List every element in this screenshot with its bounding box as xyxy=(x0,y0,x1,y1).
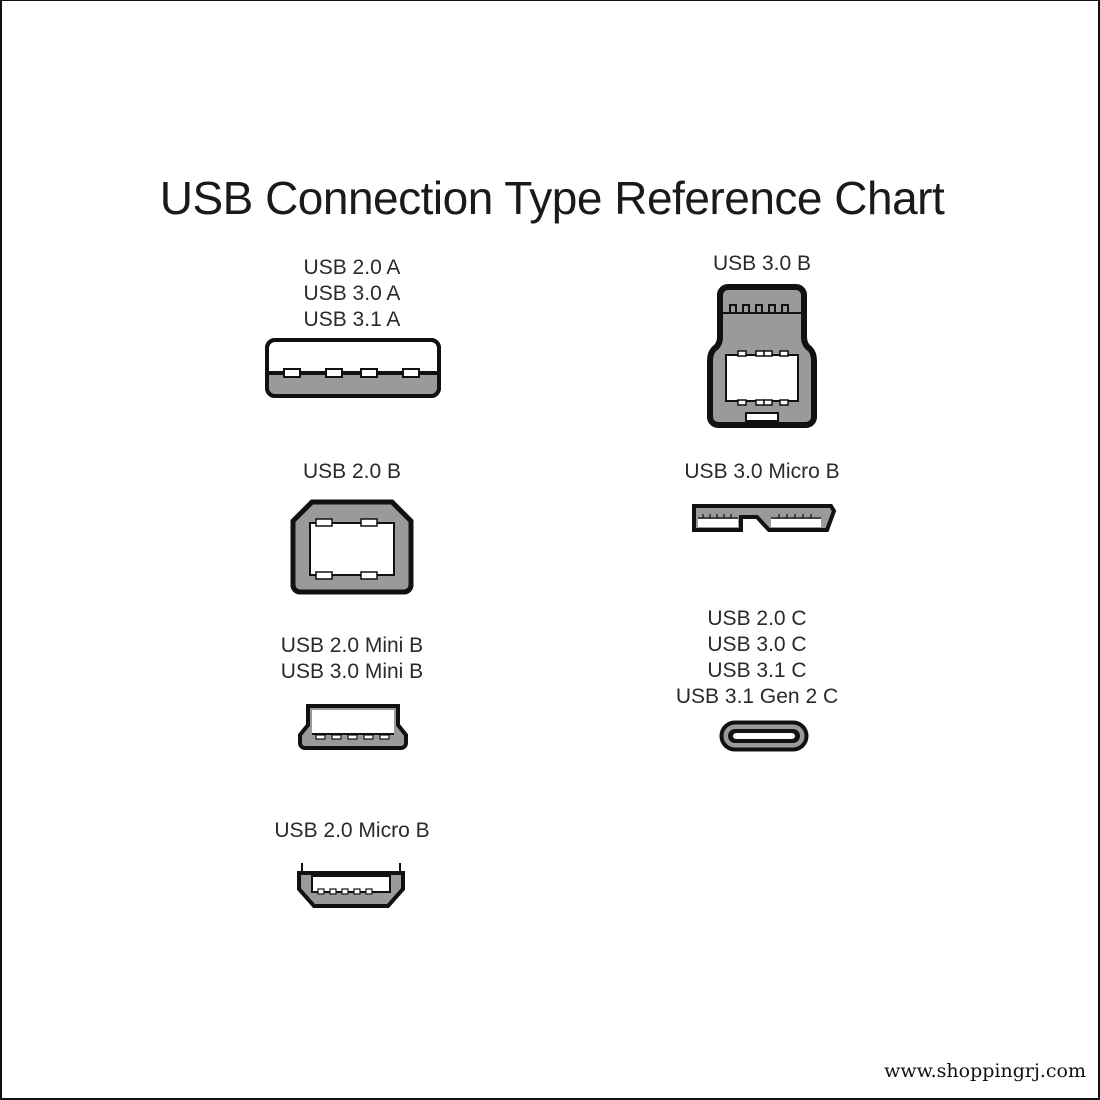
usb-mini-b-labels: USB 2.0 Mini B USB 3.0 Mini B xyxy=(252,633,452,685)
usb-mini-b-icon xyxy=(298,704,408,750)
usb-c-labels: USB 2.0 C USB 3.0 C USB 3.1 C USB 3.1 Ge… xyxy=(657,606,857,710)
usb-c-label: USB 3.1 C xyxy=(707,659,807,682)
usb-a-label: USB 2.0 A xyxy=(303,256,401,279)
usb-c-label: USB 2.0 C xyxy=(707,607,807,630)
usb-3-micro-b-label: USB 3.0 Micro B xyxy=(684,460,840,483)
usb-mini-b-label: USB 3.0 Mini B xyxy=(280,660,424,683)
usb-2-micro-b-labels: USB 2.0 Micro B xyxy=(252,818,452,844)
usb-3-b-labels: USB 3.0 B xyxy=(662,251,862,277)
watermark: www.shoppingrj.com xyxy=(884,1060,1086,1082)
usb-type-a-icon xyxy=(265,338,441,398)
usb-3-micro-b-labels: USB 3.0 Micro B xyxy=(662,459,862,485)
usb-a-label: USB 3.1 A xyxy=(303,308,401,331)
usb-3-type-b-icon xyxy=(707,284,817,428)
usb-2-b-label: USB 2.0 B xyxy=(302,460,402,483)
usb-3-micro-b-icon xyxy=(692,504,837,532)
usb-2-b-labels: USB 2.0 B xyxy=(252,459,452,485)
usb-a-labels: USB 2.0 A USB 3.0 A USB 3.1 A xyxy=(252,255,452,333)
usb-c-label: USB 3.1 Gen 2 C xyxy=(675,685,839,708)
usb-2-type-b-icon xyxy=(290,499,414,595)
usb-c-label: USB 3.0 C xyxy=(707,633,807,656)
usb-type-c-icon xyxy=(719,720,809,752)
usb-mini-b-label: USB 2.0 Mini B xyxy=(280,634,424,657)
usb-3-b-label: USB 3.0 B xyxy=(712,252,812,275)
chart-title: USB Connection Type Reference Chart xyxy=(159,172,945,224)
usb-2-micro-b-icon xyxy=(297,863,405,908)
usb-2-micro-b-label: USB 2.0 Micro B xyxy=(274,819,430,842)
usb-a-label: USB 3.0 A xyxy=(303,282,401,305)
